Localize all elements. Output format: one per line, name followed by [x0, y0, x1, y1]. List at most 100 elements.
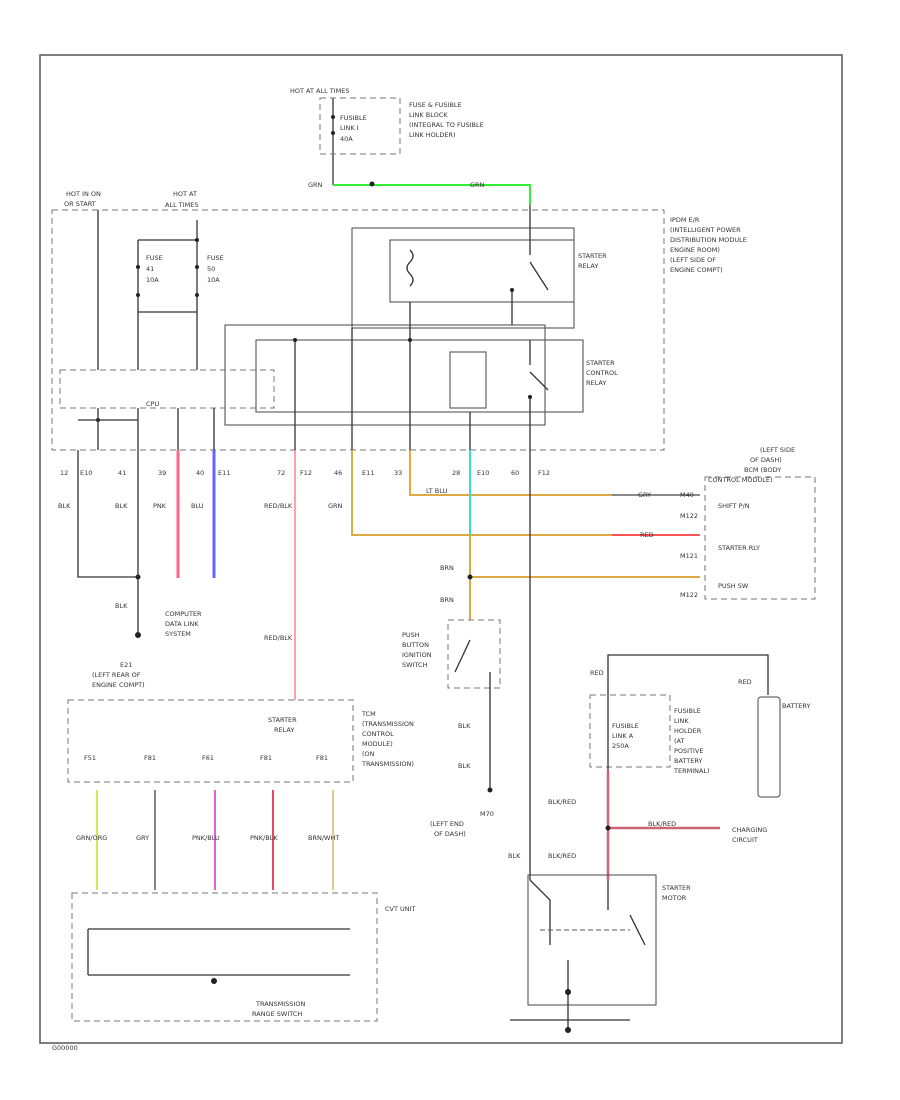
svg-text:(LEFT REAR OF: (LEFT REAR OF — [92, 671, 141, 679]
fusible-link-holder-box — [589, 694, 671, 768]
fuse-block-box — [319, 97, 401, 155]
svg-text:60: 60 — [511, 469, 519, 477]
svg-text:BRN/WHT: BRN/WHT — [308, 834, 339, 842]
svg-text:RANGE SWITCH: RANGE SWITCH — [252, 1010, 302, 1018]
ground-blk-label: BLK — [115, 602, 128, 610]
svg-text:CONTROL: CONTROL — [586, 369, 618, 377]
svg-text:PNK/BLK: PNK/BLK — [250, 834, 278, 842]
push-button-box — [447, 619, 501, 689]
ipdm-box — [51, 209, 665, 451]
svg-text:TRANSMISSION: TRANSMISSION — [255, 1000, 305, 1008]
wire-label-brn-1: BRN — [440, 564, 454, 572]
svg-text:DISTRIBUTION MODULE: DISTRIBUTION MODULE — [670, 236, 747, 244]
svg-text:FUSIBLE: FUSIBLE — [612, 722, 639, 730]
svg-text:TERMINAL): TERMINAL) — [673, 767, 710, 775]
svg-text:39: 39 — [158, 469, 166, 477]
cvt-unit-box — [71, 892, 378, 1022]
e21-label: E21 (LEFT REAR OF ENGINE COMPT) — [92, 661, 145, 689]
svg-text:E21: E21 — [120, 661, 132, 669]
svg-text:(LEFT SIDE: (LEFT SIDE — [760, 446, 795, 454]
tcm-wire-labels: GRN/ORG GRY PNK/BLU PNK/BLK BRN/WHT — [76, 834, 339, 842]
starter-relay-box — [389, 239, 575, 303]
bcm-box — [704, 476, 816, 600]
transmission-range-label: TRANSMISSION RANGE SWITCH — [252, 1000, 305, 1018]
svg-text:33: 33 — [394, 469, 402, 477]
svg-text:E10: E10 — [80, 469, 92, 477]
svg-text:F12: F12 — [538, 469, 550, 477]
hot-top-label: HOT AT ALL TIMES — [290, 87, 350, 95]
svg-text:F81: F81 — [316, 754, 328, 762]
svg-text:GRN/ORG: GRN/ORG — [76, 834, 107, 842]
wire-label-blk-main: BLK — [508, 852, 521, 860]
battery-cable — [607, 654, 769, 695]
wire-label-red: RED — [640, 531, 654, 539]
svg-text:10A: 10A — [207, 276, 220, 284]
wire-label-blu: BLU — [191, 502, 204, 510]
fuse-41-label: FUSE 41 10A — [146, 254, 163, 284]
wire-label-gry: GRY — [638, 491, 651, 499]
wire-label-grn-2: GRN — [328, 502, 343, 510]
starter-control-relay-label: STARTER CONTROL RELAY — [586, 359, 618, 387]
svg-text:POSITIVE: POSITIVE — [674, 747, 704, 755]
charging-circuit-label: CHARGING CIRCUIT — [732, 826, 767, 844]
svg-text:E11: E11 — [362, 469, 374, 477]
svg-text:OR START: OR START — [64, 200, 96, 208]
wire-label-blk-red-2: BLK/RED — [548, 852, 576, 860]
svg-text:TRANSMISSION): TRANSMISSION) — [361, 760, 414, 768]
svg-text:F51: F51 — [84, 754, 96, 762]
tcm-connectors: F51 F81 F61 F81 F81 — [84, 754, 328, 762]
svg-text:F81: F81 — [144, 754, 156, 762]
svg-text:M70: M70 — [480, 810, 494, 818]
lt-blu-wire — [409, 450, 612, 496]
svg-text:(LEFT SIDE OF: (LEFT SIDE OF — [670, 256, 716, 264]
svg-text:ENGINE COMPT): ENGINE COMPT) — [92, 681, 145, 689]
svg-text:HOLDER: HOLDER — [674, 727, 702, 735]
svg-text:FUSIBLE: FUSIBLE — [340, 114, 367, 122]
wire-label-blk-ps: BLK — [458, 722, 471, 730]
svg-text:46: 46 — [334, 469, 342, 477]
svg-text:LINK A: LINK A — [612, 732, 634, 740]
footer-code: G00000 — [52, 1044, 78, 1052]
wire-label-red-blk: RED/BLK RED/BLK — [264, 502, 293, 642]
svg-text:FUSE: FUSE — [146, 254, 163, 262]
svg-text:(INTELLIGENT POWER: (INTELLIGENT POWER — [670, 226, 741, 234]
svg-text:SWITCH: SWITCH — [402, 661, 428, 669]
svg-text:COMPUTER: COMPUTER — [165, 610, 202, 618]
starter-control-relay-coil — [449, 351, 487, 409]
svg-text:BUTTON: BUTTON — [402, 641, 429, 649]
svg-text:(INTEGRAL TO FUSIBLE: (INTEGRAL TO FUSIBLE — [409, 121, 484, 129]
blk-wire-loop — [77, 450, 138, 578]
svg-text:HOT IN ON: HOT IN ON — [66, 190, 101, 198]
svg-text:M121: M121 — [680, 552, 698, 560]
svg-text:PNK/BLU: PNK/BLU — [192, 834, 220, 842]
push-button-label: PUSH BUTTON IGNITION SWITCH — [402, 631, 432, 669]
wire-label-red-bat1: RED — [590, 669, 604, 677]
svg-text:M122: M122 — [680, 512, 698, 520]
hot-at-all-times-label: HOT AT ALL TIMES — [165, 190, 198, 209]
svg-text:ENGINE COMPT): ENGINE COMPT) — [670, 266, 723, 274]
svg-text:MOTOR: MOTOR — [662, 894, 687, 902]
svg-text:72: 72 — [277, 469, 285, 477]
svg-text:LINK HOLDER): LINK HOLDER) — [409, 131, 456, 139]
svg-text:OF DASH): OF DASH) — [750, 456, 782, 464]
starter-motor-label: STARTER MOTOR — [662, 884, 691, 902]
green-wire-top — [333, 184, 531, 205]
cpu-box — [59, 369, 275, 409]
bcm-label: (LEFT SIDE OF DASH) BCM (BODY CONTROL MO… — [708, 446, 795, 484]
starter-motor-box — [527, 874, 657, 1006]
svg-text:CONTROL MODULE): CONTROL MODULE) — [708, 476, 773, 484]
grn-wire-to-bcm — [351, 450, 612, 536]
svg-text:LINK: LINK — [674, 717, 689, 725]
wire-label-lt-blu: LT BLU — [426, 487, 448, 495]
svg-text:50: 50 — [207, 265, 215, 273]
starter-relay-coil — [406, 249, 414, 287]
wire-label-blk-2: BLK — [115, 502, 128, 510]
wire-label-red-bat2: RED — [738, 678, 752, 686]
svg-text:RED/BLK: RED/BLK — [264, 634, 293, 642]
svg-text:GRY: GRY — [136, 834, 149, 842]
svg-text:(AT: (AT — [674, 737, 684, 745]
svg-text:(LEFT END: (LEFT END — [430, 820, 464, 828]
starter-relay-tcm-label: STARTER RELAY — [268, 716, 297, 734]
svg-text:ALL TIMES: ALL TIMES — [165, 201, 198, 209]
